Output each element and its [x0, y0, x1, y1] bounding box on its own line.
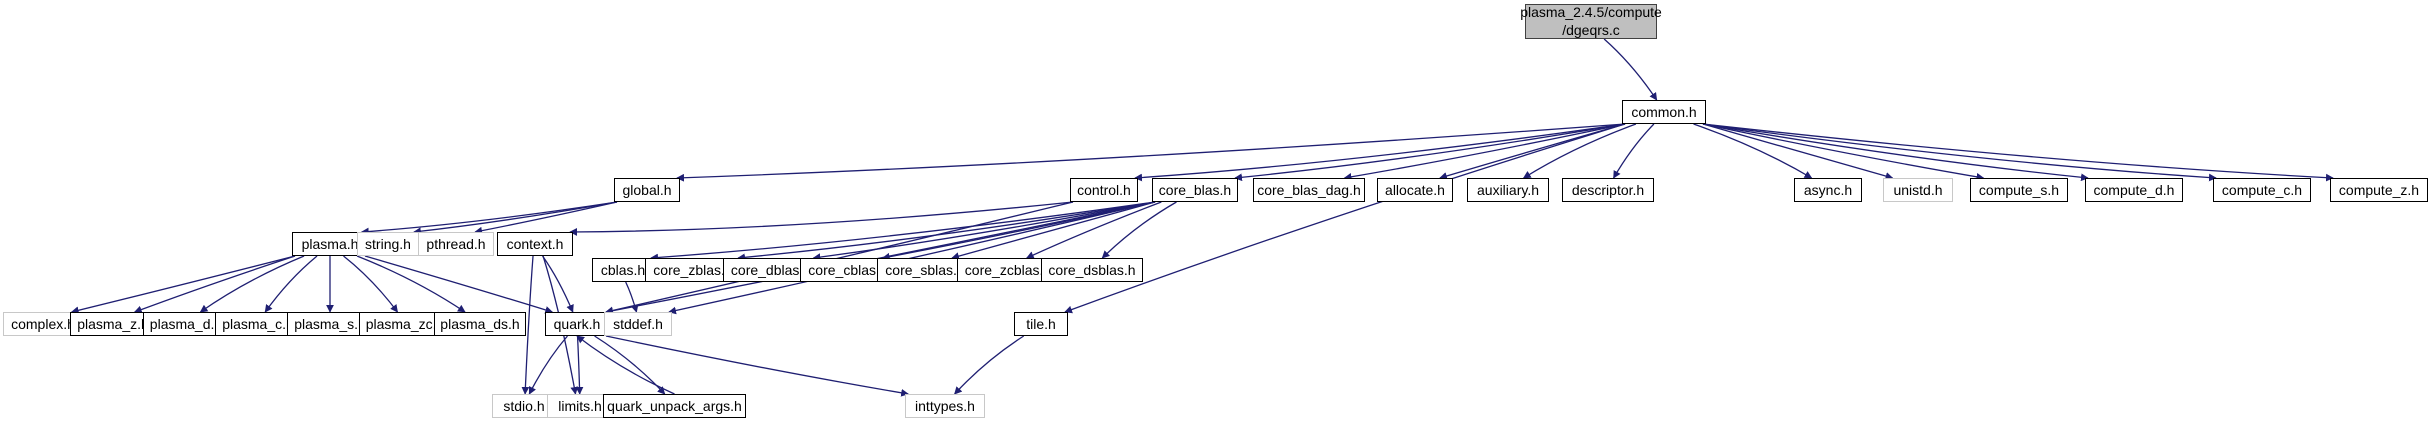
graph-edge-control-to-quark [605, 201, 1074, 315]
graph-node-root[interactable]: plasma_2.4.5/compute /dgeqrs.c [1520, 4, 1662, 39]
graph-edge-common-to-unistd [1702, 123, 1894, 180]
graph-edge-quark-to-quark_unpack [594, 335, 666, 395]
graph-edge-quark-to-stdio [528, 335, 568, 395]
graph-node-core_blas[interactable]: core_blas.h [1152, 178, 1238, 202]
graph-edge-context-to-stdio [521, 255, 534, 395]
graph-node-plasma_c[interactable]: plasma_c.h [215, 312, 301, 336]
graph-edge-common-to-core_blas [1234, 123, 1626, 182]
graph-node-control[interactable]: control.h [1070, 178, 1138, 202]
graph-node-stdio[interactable]: stdio.h [492, 394, 556, 418]
graph-edge-core_blas-to-stddef [668, 201, 1156, 315]
graph-edge-root-to-common [1603, 38, 1658, 101]
graph-edge-control-to-context [569, 201, 1074, 236]
graph-edge-context-to-quark [542, 255, 574, 313]
graph-edge-quark-to-limits [575, 335, 584, 395]
graph-edge-common-to-compute_c [1702, 123, 2217, 182]
graph-node-complex[interactable]: complex.h [3, 312, 83, 336]
graph-edge-quark_unpack-to-quark [576, 335, 675, 395]
graph-edge-core_blas-to-core_zblas [737, 201, 1156, 262]
graph-edge-plasma-to-plasma_c [264, 255, 318, 313]
graph-node-pthread[interactable]: pthread.h [418, 232, 494, 256]
graph-node-plasma_d[interactable]: plasma_d.h [143, 312, 229, 336]
graph-edge-plasma-to-quark [364, 255, 554, 314]
graph-edge-common-to-compute_d [1702, 123, 2089, 182]
graph-edge-common-to-descriptor [1613, 123, 1655, 179]
graph-edge-plasma-to-plasma_z [133, 255, 296, 314]
graph-edge-global-to-string [413, 201, 618, 236]
graph-edge-common-to-async [1693, 123, 1813, 179]
graph-edge-common-to-auxiliary [1522, 123, 1637, 179]
graph-edge-core_blas-to-core_dsblas [1101, 201, 1177, 259]
graph-node-common[interactable]: common.h [1622, 100, 1706, 124]
graph-node-compute_z[interactable]: compute_z.h [2330, 178, 2428, 202]
graph-edge-plasma-to-complex [70, 255, 296, 315]
graph-node-plasma_s[interactable]: plasma_s.h [287, 312, 373, 336]
graph-node-plasma[interactable]: plasma.h [292, 232, 368, 256]
graph-node-compute_c[interactable]: compute_c.h [2213, 178, 2311, 202]
graph-edge-core_blas-to-core_sblas [951, 201, 1156, 260]
graph-edge-tile-to-inttypes [954, 335, 1025, 395]
graph-node-unistd[interactable]: unistd.h [1883, 178, 1953, 202]
graph-edge-common-to-control [1134, 123, 1626, 182]
graph-edge-plasma-to-plasma_zc [343, 255, 399, 313]
graph-node-descriptor[interactable]: descriptor.h [1562, 178, 1654, 202]
graph-edge-core_blas-to-core_dblas [812, 201, 1156, 261]
graph-node-allocate[interactable]: allocate.h [1377, 178, 1453, 202]
graph-edge-global-to-pthread [474, 201, 618, 235]
graph-edge-core_blas-to-cblas [650, 201, 1156, 262]
graph-edge-core_blas-to-core_cblas [881, 201, 1156, 261]
graph-edge-common-to-core_blas_dag [1343, 123, 1626, 181]
graph-node-context[interactable]: context.h [497, 232, 573, 256]
graph-node-compute_s[interactable]: compute_s.h [1970, 178, 2068, 202]
graph-edge-common-to-global [676, 123, 1626, 182]
graph-node-tile[interactable]: tile.h [1014, 312, 1068, 336]
graph-node-core_blas_dag[interactable]: core_blas_dag.h [1253, 178, 1365, 202]
graph-node-quark[interactable]: quark.h [545, 312, 609, 336]
graph-node-compute_d[interactable]: compute_d.h [2085, 178, 2183, 202]
graph-edge-common-to-compute_s [1702, 123, 1985, 181]
graph-node-async[interactable]: async.h [1794, 178, 1862, 202]
graph-edge-common-to-tile [1064, 123, 1626, 314]
graph-edge-plasma-to-plasma_ds [356, 255, 466, 313]
graph-edge-global-to-plasma [360, 201, 618, 236]
graph-node-string[interactable]: string.h [357, 232, 419, 256]
graph-node-auxiliary[interactable]: auxiliary.h [1467, 178, 1549, 202]
graph-edge-cblas-to-stddef [625, 281, 639, 313]
graph-edge-plasma-to-plasma_d [199, 255, 305, 313]
graph-edge-common-to-compute_z [1702, 123, 2334, 182]
graph-edge-quark-to-inttypes [605, 335, 909, 397]
graph-node-inttypes[interactable]: inttypes.h [905, 394, 985, 418]
graph-node-quark_unpack[interactable]: quark_unpack_args.h [603, 394, 746, 418]
graph-edge-core_blas-to-quark [605, 201, 1156, 315]
graph-node-core_dsblas[interactable]: core_dsblas.h [1041, 258, 1143, 282]
graph-node-limits[interactable]: limits.h [547, 394, 613, 418]
graph-node-plasma_ds[interactable]: plasma_ds.h [434, 312, 526, 336]
graph-node-global[interactable]: global.h [614, 178, 680, 202]
graph-edge-common-to-allocate [1439, 123, 1626, 180]
graph-edge-core_blas-to-core_zcblas [1025, 201, 1162, 259]
graph-node-stddef[interactable]: stddef.h [604, 312, 672, 336]
